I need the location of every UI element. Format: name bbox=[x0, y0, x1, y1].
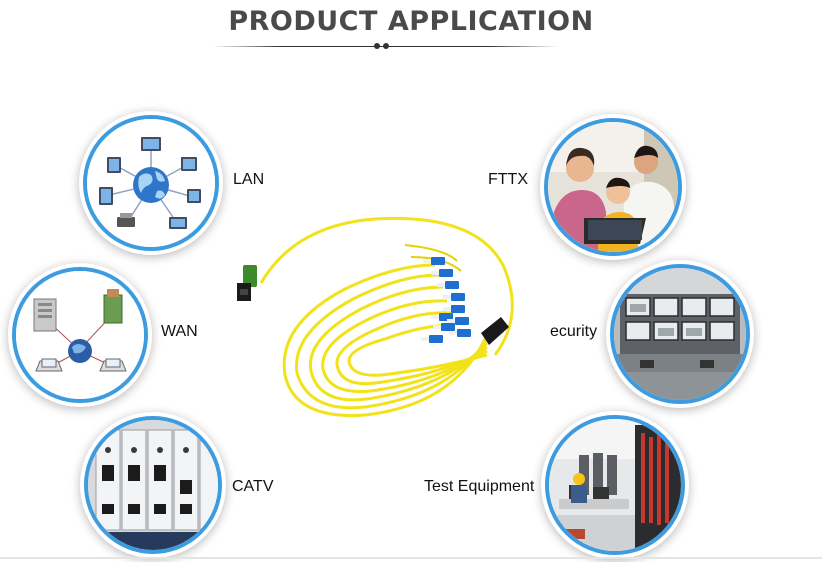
lan-label: LAN bbox=[233, 171, 265, 188]
page-title: PRODUCT APPLICATION bbox=[228, 6, 594, 37]
catv-rack-icon bbox=[88, 420, 218, 550]
test-equipment-image bbox=[545, 415, 685, 555]
fiber-cable-product-photo bbox=[237, 216, 514, 417]
security-monitor-room-photo bbox=[614, 268, 746, 400]
footer-divider bbox=[0, 557, 822, 559]
catv-label: CATV bbox=[232, 478, 274, 495]
mpo-connector bbox=[237, 265, 257, 301]
fttx-image bbox=[544, 118, 682, 256]
security-image bbox=[610, 264, 750, 404]
lan-image bbox=[83, 115, 219, 251]
wan-image bbox=[12, 267, 148, 403]
title-divider-dot bbox=[374, 43, 380, 49]
family-computer-photo bbox=[548, 122, 678, 252]
fttx-label: FTTX bbox=[488, 171, 528, 188]
network-globe-icon bbox=[87, 119, 215, 247]
test-equipment-label: Test Equipment bbox=[424, 478, 535, 495]
test-lab-photo bbox=[549, 419, 681, 551]
security-label: ecurity bbox=[550, 323, 598, 340]
title-divider-dot bbox=[383, 43, 389, 49]
catv-image bbox=[84, 416, 222, 554]
wan-label: WAN bbox=[161, 323, 198, 340]
server-network-icon bbox=[16, 271, 144, 399]
